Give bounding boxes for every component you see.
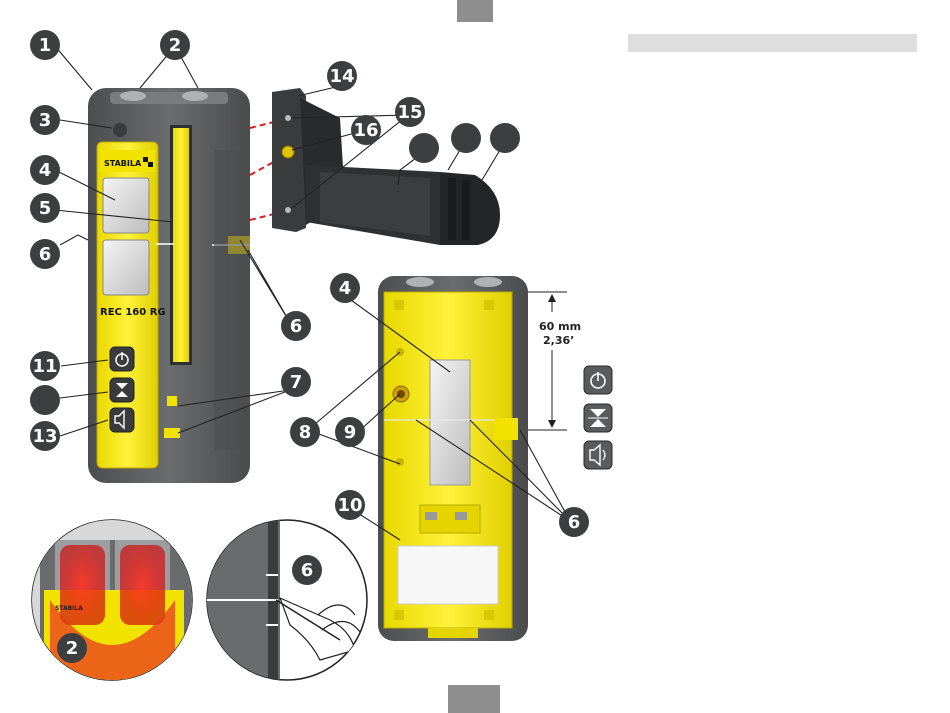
callout-3: 3 (30, 105, 60, 135)
display-bottom (103, 240, 149, 295)
receiver-back (378, 276, 528, 641)
svg-text:14: 14 (329, 66, 354, 87)
svg-text:9: 9 (344, 422, 357, 443)
clamp-screw (282, 146, 294, 158)
callout-9: 9 (335, 417, 365, 447)
callout-12 (30, 385, 60, 415)
callout-5: 5 (30, 193, 60, 223)
callout-6b: 6 (281, 311, 311, 341)
speaker-grille (113, 123, 127, 137)
svg-text:15: 15 (397, 102, 422, 123)
svg-text:13: 13 (32, 426, 57, 447)
detection-window (173, 128, 189, 362)
callout-4: 4 (30, 155, 60, 185)
svg-text:10: 10 (337, 495, 362, 516)
callout-2: 2 (160, 30, 190, 60)
battery-label (398, 546, 498, 604)
dimension-marker: 60 mm 2,36’ (528, 292, 581, 430)
dimension-imperial: 2,36’ (543, 334, 574, 347)
volume-button[interactable] (110, 408, 134, 432)
callout-10: 10 (335, 490, 365, 520)
detail-brand-label: STABILA (55, 605, 83, 612)
mount-hole-left (120, 91, 146, 101)
receiver-front: STABILA REC 160 RG (88, 88, 250, 483)
callout-4b: 4 (330, 273, 360, 303)
callout-2b: 2 (57, 633, 87, 663)
svg-text:8: 8 (299, 422, 312, 443)
clamp-bracket (272, 88, 500, 245)
callout-6c: 6 (559, 507, 589, 537)
callout-blank-c (490, 123, 520, 153)
back-marking-notch (494, 418, 518, 440)
svg-text:5: 5 (39, 198, 52, 219)
icon-legend (584, 366, 612, 469)
callout-16: 16 (351, 115, 381, 145)
svg-text:6: 6 (301, 560, 314, 581)
dimension-metric: 60 mm (539, 320, 581, 333)
model-label: REC 160 RG (100, 307, 166, 318)
svg-text:4: 4 (339, 278, 352, 299)
volume-icon (584, 441, 612, 469)
svg-text:16: 16 (353, 120, 378, 141)
callout-6d: 6 (292, 555, 322, 585)
callout-11: 11 (30, 351, 60, 381)
svg-text:4: 4 (39, 160, 52, 181)
callout-blank-a (409, 133, 439, 163)
callout-6: 6 (30, 239, 60, 269)
svg-text:2: 2 (66, 638, 79, 659)
callout-blank-b (451, 123, 481, 153)
detail-circle-right (200, 520, 367, 680)
display-top (103, 178, 149, 233)
callout-14: 14 (327, 61, 357, 91)
mount-hole-right (182, 91, 208, 101)
svg-text:6: 6 (568, 512, 581, 533)
callout-15: 15 (395, 97, 425, 127)
back-display (430, 360, 470, 485)
svg-text:3: 3 (39, 110, 52, 131)
svg-text:6: 6 (290, 316, 303, 337)
brand-label: STABILA (104, 159, 142, 168)
svg-text:11: 11 (32, 356, 57, 377)
svg-text:1: 1 (39, 35, 52, 56)
svg-text:6: 6 (39, 244, 52, 265)
callout-8: 8 (290, 417, 320, 447)
callout-13: 13 (30, 421, 60, 451)
callout-1: 1 (30, 30, 60, 60)
svg-text:7: 7 (290, 372, 303, 393)
svg-text:2: 2 (169, 35, 182, 56)
callout-7: 7 (281, 367, 311, 397)
detail-circle-left: STABILA (32, 520, 200, 690)
sensitivity-button[interactable] (110, 378, 134, 402)
